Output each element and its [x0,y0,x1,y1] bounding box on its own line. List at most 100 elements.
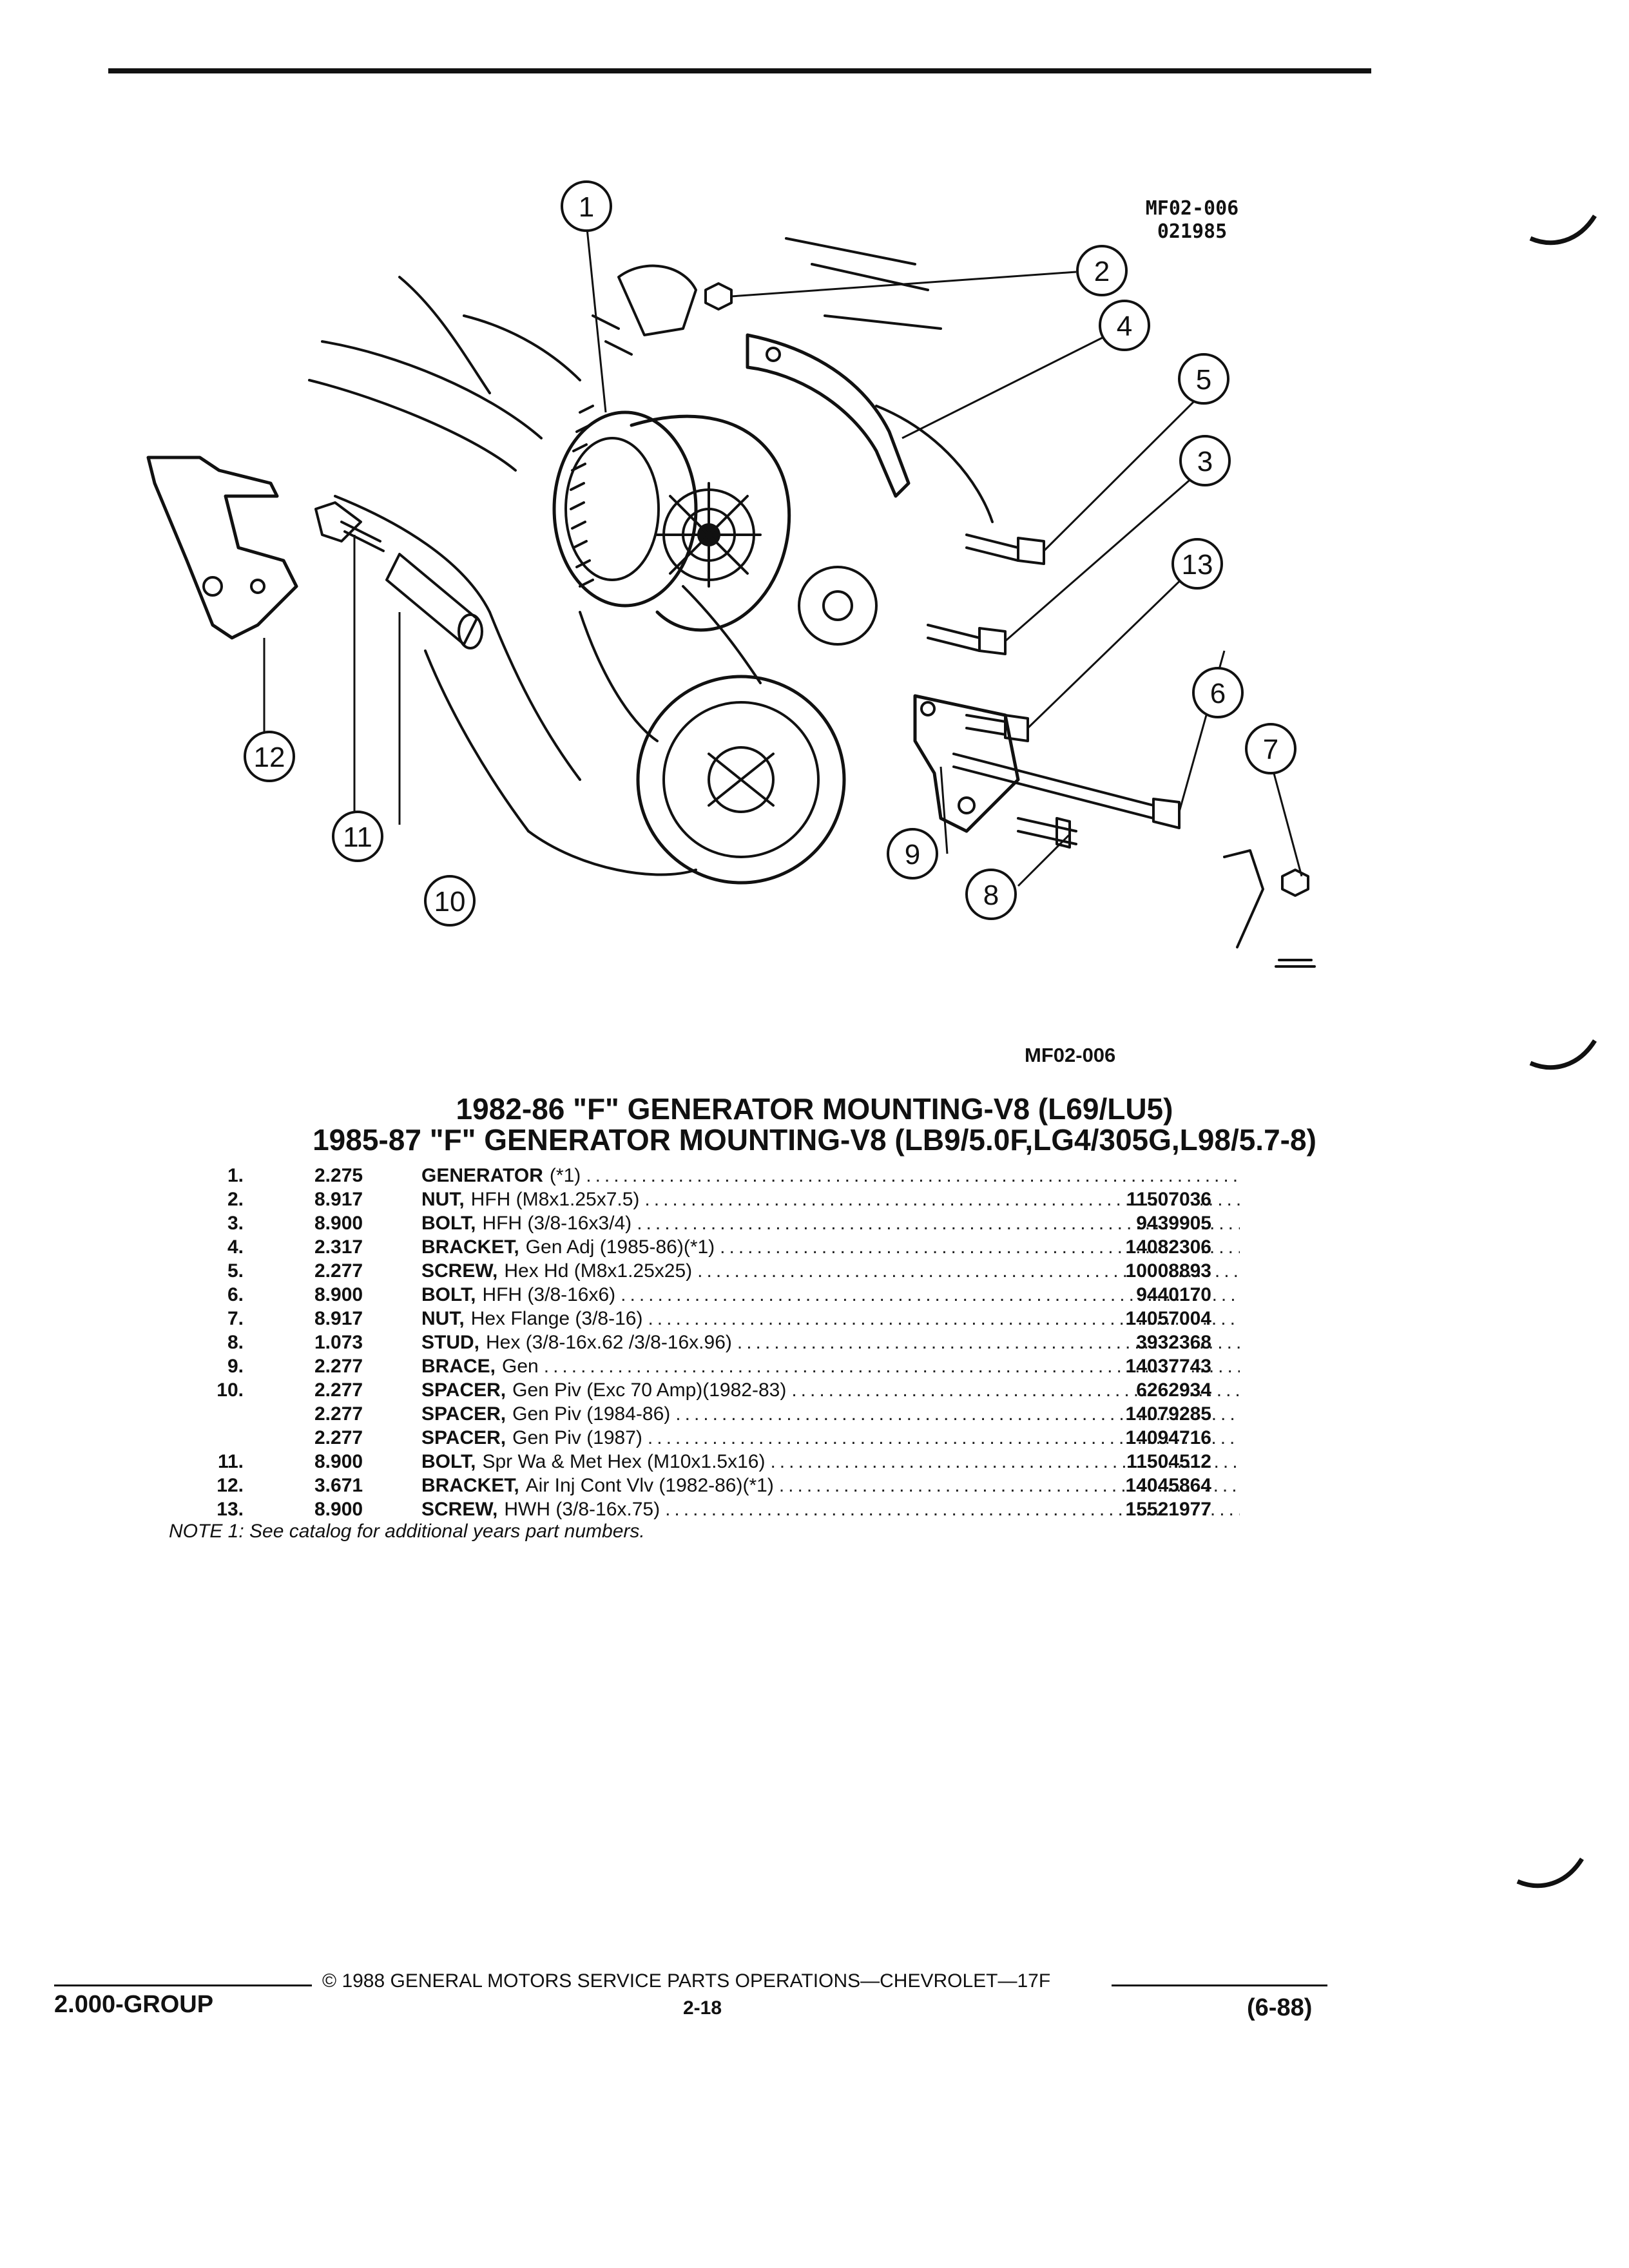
generator-mounting-diagram: 1 2 4 5 3 6 7 8 9 10 11 12 13 [146,180,1316,968]
parts-row: 5. 2.277 SCREW, Hex Hd (M8x1.25x25)........… [168,1259,1240,1283]
part-name: GENERATOR [421,1165,543,1186]
group-number: 1.073 [314,1332,363,1353]
part-number: 14082306 [1125,1236,1211,1258]
dot-leader: ........................................… [637,1213,1240,1234]
group-number: 8.917 [314,1189,363,1210]
part-number: 3932368 [1136,1332,1211,1353]
part-name: STUD, [421,1332,479,1353]
part-description: BRACE,Gen...............................… [421,1354,1240,1378]
part-number: 14045864 [1125,1475,1211,1496]
footer-page-number: 2-18 [683,1997,722,2019]
parts-row: 1. 2.275 GENERATOR (*1)....................… [168,1164,1240,1187]
figure-id-line2: 021985 [1157,220,1228,243]
part-description: BRACKET,Gen Adj (1985-86)(*1)...........… [421,1235,1240,1259]
dot-leader: ........................................… [586,1165,1240,1186]
group-number: 8.900 [314,1284,363,1305]
part-number: 14057004 [1125,1308,1211,1329]
footer-rule-left [54,1984,312,1986]
parts-row: 11. 8.900 BOLT, Spr Wa & Met Hex (M10x1.5x1… [168,1450,1240,1474]
part-detail: Spr Wa & Met Hex (M10x1.5x16) [482,1451,766,1472]
item-number: 8. [227,1332,244,1353]
part-number: 11507036 [1126,1189,1211,1210]
callout-1: 1 [579,191,594,223]
part-number: 14079285 [1125,1403,1211,1425]
part-description: BOLT,Spr Wa & Met Hex (M10x1.5x16)......… [421,1450,1240,1474]
callout-3: 3 [1197,446,1213,477]
part-name: SPACER, [421,1379,506,1401]
item-number: 12. [217,1475,244,1496]
parts-row: 10. 2.277 SPACER,Gen Piv (Exc 70 Amp)(1982… [168,1378,1240,1402]
part-name: NUT, [421,1189,465,1210]
group-number: 8.900 [314,1451,363,1472]
callout-4: 4 [1117,311,1132,342]
group-number: 8.900 [314,1213,363,1234]
part-detail: (*1) [549,1165,581,1186]
dot-leader: ........................................… [697,1260,1240,1282]
group-number: 2.277 [314,1427,363,1448]
part-description: BRACKET,Air Inj Cont Vlv (1982-86)(*1)..… [421,1474,1240,1497]
parts-row: 8. 1.073 STUD, Hex (3/8-16x.62 /3/8-16x.96)… [168,1331,1240,1354]
callout-9: 9 [905,839,920,870]
part-detail: Air Inj Cont Vlv (1982-86)(*1) [525,1475,774,1496]
part-description: SPACER,Gen Piv (Exc 70 Amp)(1982-83)....… [421,1378,1240,1402]
group-number: 2.317 [314,1236,363,1258]
part-detail: Hex Hd (M8x1.25x25) [504,1260,693,1282]
part-description: SCREW,HWH (3/8-16x.75)..................… [421,1497,1240,1521]
footer-date: (6-88) [1247,1994,1313,2021]
part-name: BOLT, [421,1213,476,1234]
dot-leader: ........................................… [621,1284,1240,1305]
dot-leader: ........................................… [647,1427,1240,1448]
part-detail: Hex (3/8-16x.62 /3/8-16x.96) [486,1332,732,1353]
part-name: SCREW, [421,1260,498,1282]
item-number: 13. [217,1499,244,1520]
group-number: 2.277 [314,1260,363,1282]
part-detail: Gen Piv (1984-86) [512,1403,671,1425]
part-detail: Gen [502,1356,539,1377]
callout-6: 6 [1210,678,1226,709]
part-name: BOLT, [421,1451,476,1472]
parts-row: 7. 8.917 NUT,Hex Flange (3/8-16)..........… [168,1307,1240,1331]
callout-12: 12 [254,742,285,773]
part-detail: HFH (3/8-16x3/4) [482,1213,632,1234]
section-title-1: 1982-86 "F" GENERATOR MOUNTING-V8 (L69/L… [456,1092,1173,1126]
dot-leader: ........................................… [543,1356,1240,1377]
part-number: 10008893 [1125,1260,1211,1282]
group-number: 8.917 [314,1308,363,1329]
callout-10: 10 [434,886,466,918]
callout-11: 11 [343,822,372,853]
part-description: BOLT,HFH (3/8-16x6).....................… [421,1283,1240,1307]
part-detail: HWH (3/8-16x.75) [504,1499,660,1520]
item-number: 5. [227,1260,244,1282]
dot-leader: ........................................… [720,1236,1240,1258]
section-title-2: 1985-87 "F" GENERATOR MOUNTING-V8 (LB9/5… [313,1123,1316,1157]
dot-leader: ........................................… [778,1475,1240,1496]
group-number: 2.275 [314,1165,363,1186]
part-description: NUT,Hex Flange (3/8-16).................… [421,1307,1240,1331]
part-number: 6262934 [1136,1379,1211,1401]
part-detail: HFH (3/8-16x6) [482,1284,616,1305]
item-number: 1. [227,1165,244,1186]
group-number: 2.277 [314,1379,363,1401]
part-description: BOLT, HFH (3/8-16x3/4)...................… [421,1211,1240,1235]
item-number: 4. [227,1236,244,1258]
part-name: SPACER, [421,1427,506,1448]
part-description: GENERATOR (*1)...........................… [421,1164,1240,1187]
part-number: 9440170 [1136,1284,1211,1305]
callout-7: 7 [1263,734,1278,765]
part-description: SPACER,Gen Piv (1984-86)................… [421,1402,1240,1426]
part-number: 11504512 [1126,1451,1211,1472]
scan-mark-icon [1516,1858,1584,1888]
item-number: 7. [227,1308,244,1329]
scan-mark-icon [1529,215,1597,245]
part-name: SCREW, [421,1499,498,1520]
footer-rule-right [1112,1984,1327,1986]
item-number: 10. [217,1379,244,1401]
item-number: 2. [227,1189,244,1210]
item-number: 11. [217,1451,244,1472]
